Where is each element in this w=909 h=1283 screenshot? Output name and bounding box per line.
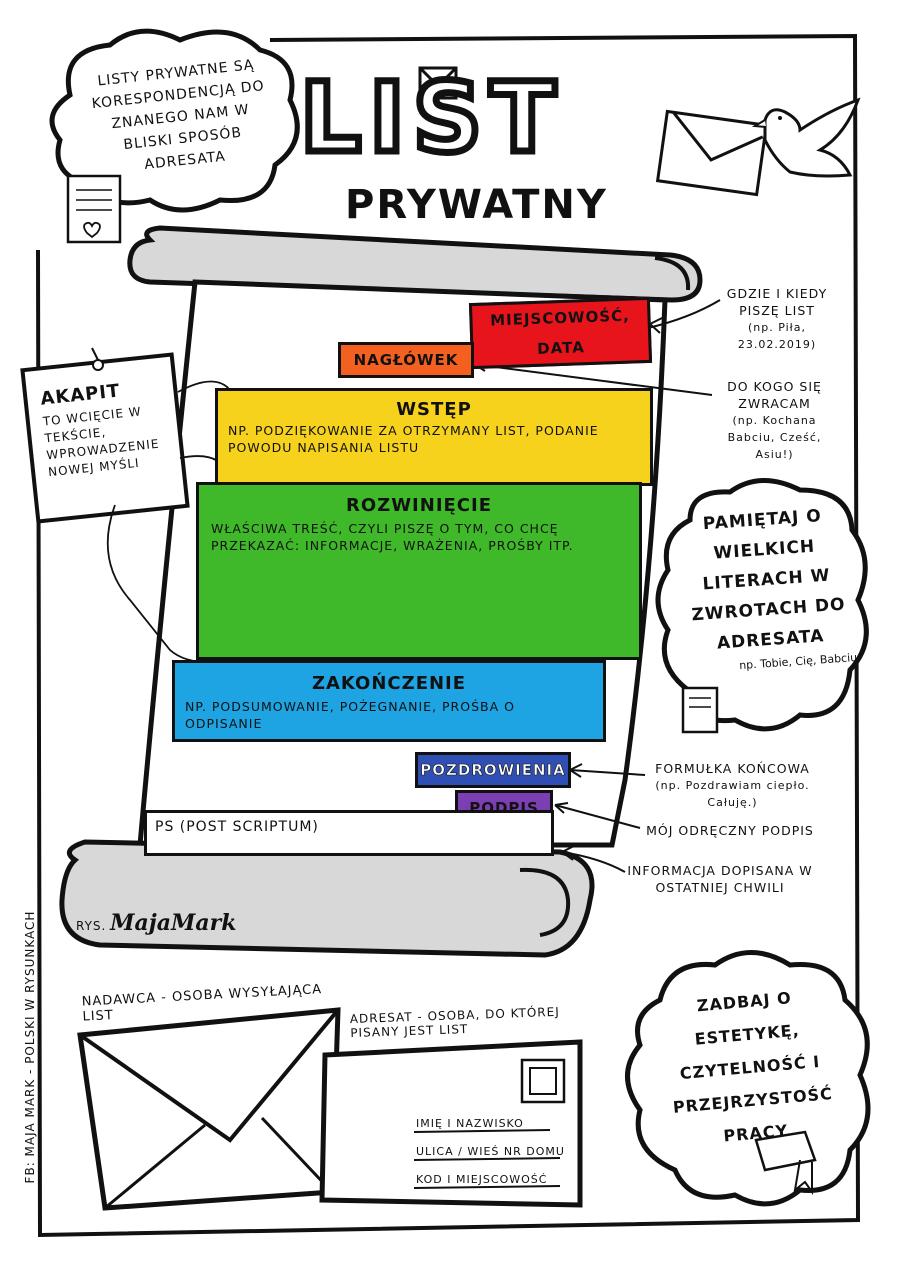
arrow-to-ps — [561, 851, 626, 873]
envelope-back-illustration — [77, 1007, 341, 1211]
address-line-city: KOD I MIEJSCOWOŚĆ — [416, 1173, 548, 1186]
wstep-text: NP. PODZIĘKOWANIE ZA OTRZYMANY LIST, POD… — [228, 423, 599, 455]
signature-name: MajaMark — [110, 910, 237, 936]
gdzie-kiedy-example: (np. Piła, 23.02.2019) — [737, 321, 817, 351]
pamietaj-cloud-shape — [655, 478, 869, 732]
rozwiniecie-text: WŁAŚCIWA TREŚĆ, CZYLI PISZĘ O TYM, CO CH… — [211, 521, 574, 553]
do-kogo-note: DO KOGO SIĘ ZWRACAM (np. Kochana Babciu,… — [712, 378, 837, 463]
gdzie-kiedy-text: GDZIE I KIEDY PISZĘ LIST — [726, 286, 828, 318]
zakonczenie-text: NP. PODSUMOWANIE, POŻEGNANIE, PROŚBA O O… — [185, 699, 515, 731]
zadbaj-text: ZADBAJ O ESTETYKĘ, CZYTELNOŚĆ I PRZEJRZY… — [672, 988, 834, 1146]
page-subtitle: PRYWATNY — [345, 182, 608, 228]
wstep-title: WSTĘP — [396, 399, 472, 420]
address-line-name: IMIĘ I NAZWISKO — [416, 1117, 524, 1130]
ps-box: PS (POST SCRIPTUM) — [144, 810, 554, 856]
zakonczenie-title: ZAKOŃCZENIE — [311, 673, 467, 694]
pozdrowienia-tag: POZDROWIENIA — [415, 752, 571, 788]
side-credit: FB: MAJA MARK - POLSKI W RYSUNKACH — [23, 910, 37, 1184]
note-paper-icon — [66, 174, 122, 244]
rozwiniecie-section: ROZWINIĘCIE WŁAŚCIWA TREŚĆ, CZYLI PISZĘ … — [196, 482, 642, 660]
miejscowosc-data-tag: MIEJSCOWOŚĆ, DATA — [468, 296, 653, 370]
akapit-note-shape — [20, 347, 190, 524]
formulka-example: (np. Pozdrawiam ciepło. Całuję.) — [655, 779, 810, 809]
note-paper-icon-2 — [681, 686, 719, 734]
podpis-note: MÓJ ODRĘCZNY PODPIS — [646, 823, 814, 838]
pamietaj-text: PAMIĘTAJ O WIELKICH LITERACH W ZWROTACH … — [690, 506, 847, 654]
naglowek-tag: NAGŁÓWEK — [338, 342, 474, 378]
akapit-text: TO WCIĘCIE W TEKŚCIE, WPROWADZENIE NOWEJ… — [42, 404, 161, 480]
formulka-note: FORMUŁKA KOŃCOWA (np. Pozdrawiam ciepło.… — [645, 760, 820, 811]
formulka-text: FORMUŁKA KOŃCOWA — [655, 761, 810, 776]
pamietaj-note: PAMIĘTAJ O WIELKICH LITERACH W ZWROTACH … — [676, 499, 858, 675]
page-title: LIST — [297, 59, 564, 178]
intro-text: LISTY PRYWATNE SĄ KORESPONDENCJĄ DO ZNAN… — [90, 57, 266, 173]
wstep-section: WSTĘP NP. PODZIĘKOWANIE ZA OTRZYMANY LIS… — [215, 388, 653, 486]
informacja-note: INFORMACJA DOPISANA W OSTATNIEJ CHWILI — [627, 863, 813, 895]
zakonczenie-section: ZAKOŃCZENIE NP. PODSUMOWANIE, POŻEGNANIE… — [172, 660, 606, 742]
do-kogo-text: DO KOGO SIĘ ZWRACAM — [727, 379, 822, 411]
arrow-to-podpis — [554, 804, 641, 829]
address-line-street: ULICA / WIEŚ NR DOMU — [416, 1145, 565, 1158]
dove-envelope-illustration — [655, 97, 861, 197]
akapit-note: AKAPIT TO WCIĘCIE W TEKŚCIE, WPROWADZENI… — [39, 376, 173, 482]
gdzie-kiedy-note: GDZIE I KIEDY PISZĘ LIST (np. Piła, 23.0… — [712, 285, 842, 353]
arrow-to-pozdrowienia — [569, 769, 646, 776]
signature: RYS. MajaMark — [76, 910, 236, 936]
signature-prefix: RYS. — [76, 919, 107, 933]
do-kogo-example: (np. Kochana Babciu, Cześć, Asiu!) — [727, 414, 822, 461]
arrow-to-miejscowosc — [647, 299, 721, 329]
envelope-front-illustration — [319, 1039, 583, 1208]
rozwiniecie-title: ROZWINIĘCIE — [345, 495, 493, 516]
page-frame — [36, 33, 861, 1238]
